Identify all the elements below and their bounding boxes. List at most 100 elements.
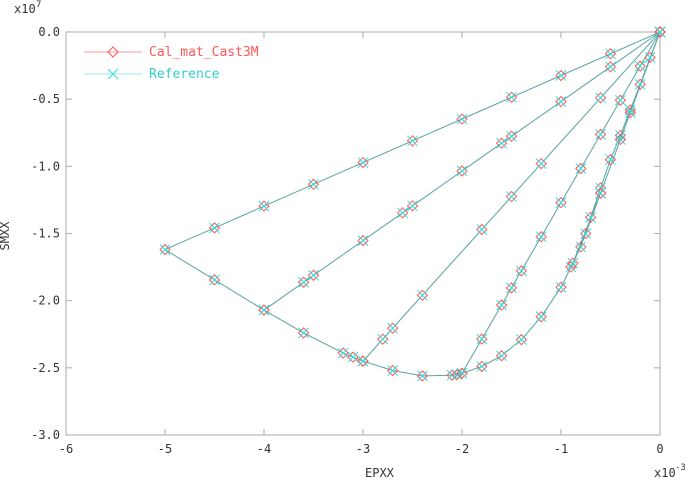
- data-point-reference: [615, 94, 626, 106]
- data-point-reference: [357, 157, 369, 168]
- data-point-reference: [506, 130, 517, 142]
- data-point-reference: [298, 276, 309, 288]
- data-point-cal-mat-cast3m: [580, 227, 592, 240]
- series-lines: [163, 31, 661, 377]
- data-point-reference: [567, 257, 579, 269]
- data-point-cal-mat-cast3m: [594, 92, 607, 104]
- data-point-cal-mat-cast3m: [456, 165, 468, 177]
- data-point-cal-mat-cast3m: [634, 78, 646, 91]
- data-point-reference: [605, 154, 616, 165]
- data-point-reference: [159, 244, 171, 255]
- data-point-cal-mat-cast3m: [495, 350, 508, 362]
- y-tick-label: 0.0: [38, 25, 60, 39]
- legend-diamond-icon: [107, 46, 119, 58]
- data-point-cal-mat-cast3m: [567, 257, 579, 269]
- data-point-reference: [605, 61, 616, 73]
- data-point-reference: [595, 187, 606, 199]
- x-tick-label: 0: [656, 442, 663, 456]
- data-point-cal-mat-cast3m: [386, 364, 399, 377]
- x-axis-multiplier: x10: [654, 466, 676, 478]
- data-point-cal-mat-cast3m: [584, 211, 597, 224]
- data-point-cal-mat-cast3m: [307, 178, 320, 191]
- data-point-cal-mat-cast3m: [476, 360, 488, 373]
- data-point-cal-mat-cast3m: [451, 368, 463, 381]
- data-point-reference: [308, 269, 319, 281]
- data-point-reference: [258, 200, 270, 212]
- data-point-reference: [575, 163, 587, 174]
- data-point-reference: [417, 370, 428, 382]
- data-point-cal-mat-cast3m: [347, 351, 359, 363]
- y-tick-label: -1.5: [31, 227, 60, 241]
- data-point-reference: [585, 212, 597, 223]
- data-point-reference: [337, 347, 349, 359]
- data-point-cal-mat-cast3m: [297, 327, 310, 339]
- y-axis-exponent: 7: [36, 0, 41, 10]
- data-point-reference: [258, 304, 270, 316]
- data-point-reference: [555, 281, 567, 293]
- legend: Cal_mat_Cast3M Reference: [84, 45, 259, 82]
- data-point-cal-mat-cast3m: [515, 265, 528, 277]
- data-point-reference: [615, 134, 626, 145]
- data-point-cal-mat-cast3m: [644, 51, 656, 64]
- y-axis-label: SMXX: [0, 221, 12, 251]
- series-line-cal-mat-cast3m: [163, 31, 661, 377]
- data-point-reference: [377, 333, 389, 345]
- data-point-reference: [357, 355, 369, 367]
- data-point-reference: [506, 282, 517, 294]
- data-point-cal-mat-cast3m: [297, 276, 310, 288]
- data-point-cal-mat-cast3m: [575, 241, 587, 253]
- data-point-reference: [397, 207, 408, 219]
- data-point-cal-mat-cast3m: [258, 200, 270, 212]
- data-point-cal-mat-cast3m: [258, 304, 270, 316]
- x-tick-label: -5: [158, 442, 172, 456]
- data-point-cal-mat-cast3m: [535, 157, 547, 170]
- data-point-cal-mat-cast3m: [515, 333, 528, 346]
- data-point-cal-mat-cast3m: [555, 69, 567, 82]
- data-point-cal-mat-cast3m: [406, 135, 419, 147]
- data-point-reference: [347, 351, 359, 363]
- data-point-cal-mat-cast3m: [594, 187, 607, 199]
- data-point-reference: [209, 222, 220, 234]
- data-point-reference: [308, 178, 319, 190]
- x-tick-label: -4: [257, 442, 271, 456]
- series-markers: [159, 26, 666, 382]
- data-point-reference: [496, 137, 507, 149]
- data-point-cal-mat-cast3m: [604, 61, 617, 73]
- data-point-reference: [634, 60, 646, 72]
- data-point-reference: [595, 129, 606, 140]
- data-point-cal-mat-cast3m: [505, 91, 518, 103]
- y-tick-label: -2.0: [31, 294, 60, 308]
- data-point-cal-mat-cast3m: [604, 48, 617, 60]
- data-point-reference: [456, 165, 468, 177]
- data-point-cal-mat-cast3m: [159, 243, 171, 256]
- data-point-cal-mat-cast3m: [634, 60, 646, 72]
- data-point-reference: [407, 135, 418, 147]
- data-point-cal-mat-cast3m: [624, 106, 637, 119]
- data-point-cal-mat-cast3m: [456, 113, 468, 125]
- plot-frame: [65, 31, 661, 436]
- data-point-reference: [555, 70, 567, 81]
- x-tick-label: -2: [455, 442, 469, 456]
- data-point-cal-mat-cast3m: [337, 347, 349, 359]
- x-tick-label: -1: [554, 442, 568, 456]
- data-point-cal-mat-cast3m: [416, 289, 429, 302]
- data-point-cal-mat-cast3m: [357, 355, 369, 367]
- data-point-cal-mat-cast3m: [476, 223, 488, 236]
- data-point-cal-mat-cast3m: [476, 333, 488, 345]
- data-point-reference: [506, 191, 517, 202]
- y-axis-multiplier: x10: [14, 2, 36, 16]
- data-point-cal-mat-cast3m: [654, 26, 666, 38]
- data-point-cal-mat-cast3m: [386, 322, 399, 334]
- data-point-cal-mat-cast3m: [208, 222, 221, 234]
- data-point-reference: [644, 52, 656, 63]
- data-point-cal-mat-cast3m: [357, 234, 369, 247]
- data-point-reference: [516, 265, 527, 277]
- data-point-cal-mat-cast3m: [624, 104, 637, 116]
- data-point-cal-mat-cast3m: [614, 94, 627, 106]
- data-point-reference: [387, 322, 399, 334]
- data-point-cal-mat-cast3m: [495, 299, 508, 311]
- data-point-reference: [595, 92, 606, 104]
- y-tick-label: -3.0: [31, 428, 60, 442]
- y-tick-label: -0.5: [31, 92, 60, 106]
